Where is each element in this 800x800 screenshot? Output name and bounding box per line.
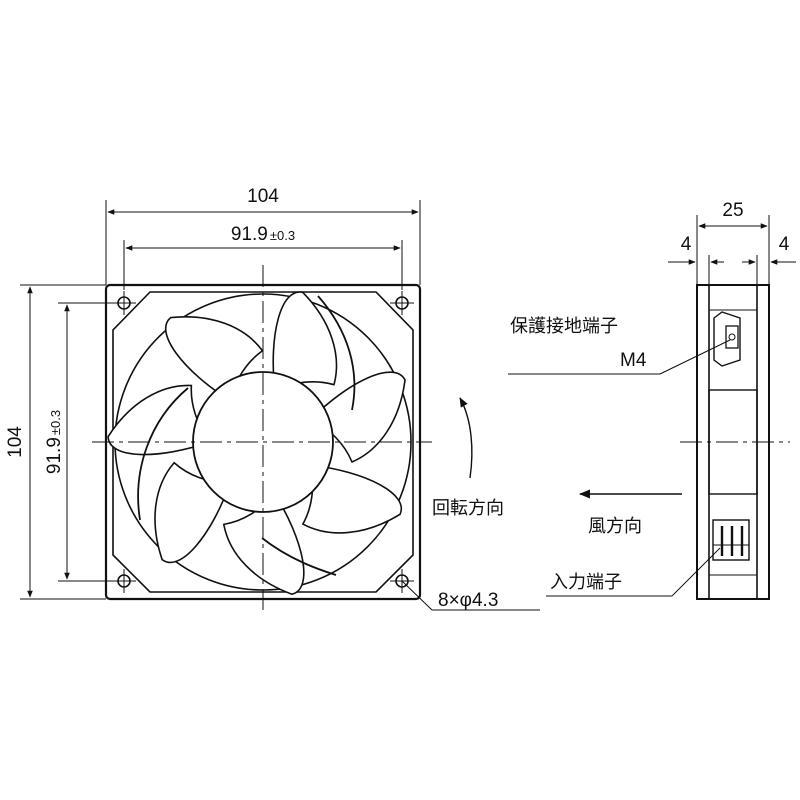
mounting-hole-tl	[112, 291, 136, 315]
ground-terminal-callout: 保護接地端子 M4	[508, 316, 731, 375]
dim-hole-pitch-v-value: 91.9	[44, 437, 65, 474]
airflow-direction-label: 風方向	[588, 516, 642, 537]
fan-blade	[308, 371, 406, 464]
fan-blade	[301, 464, 403, 534]
input-terminal-callout: 入力端子	[546, 547, 721, 597]
svg-text:91.9±0.3: 91.9±0.3	[231, 224, 295, 245]
airflow-direction-indicator: 風方向	[578, 489, 682, 537]
support-spoke	[137, 387, 189, 521]
input-terminal-label: 入力端子	[550, 572, 622, 593]
dim-flange-thickness: 4 4	[668, 234, 796, 285]
dim-flange-right-label: 4	[779, 234, 790, 255]
fan-blade	[222, 491, 305, 596]
fan-frame-inner	[112, 291, 414, 593]
mounting-holes-callout: 8×φ4.3	[401, 580, 540, 611]
dim-overall-width: 104	[105, 186, 421, 285]
rotation-direction-label: 回転方向	[432, 498, 504, 519]
fan-blade	[272, 291, 338, 393]
side-view: 25 4 4 保護接地端子 M4 風方向 入力端子	[508, 200, 796, 600]
dim-overall-height: 104	[5, 284, 106, 600]
ground-terminal-size: M4	[620, 350, 647, 371]
mounting-hole-tr	[390, 291, 414, 315]
svg-text:91.9±0.3: 91.9 ±0.3	[44, 410, 65, 474]
dim-hole-pitch-h-value: 91.9	[231, 224, 268, 245]
dim-hole-pitch-vertical: 91.9 ±0.3	[44, 302, 112, 582]
dim-flange-left-label: 4	[681, 234, 692, 255]
support-spoke	[261, 537, 337, 576]
mounting-hole-bl	[112, 569, 136, 593]
dim-hole-pitch-horizontal: 91.9±0.3	[123, 224, 403, 290]
dim-overall-height-label: 104	[5, 426, 26, 458]
fan-blade	[164, 316, 264, 403]
input-terminal-icon	[712, 519, 750, 561]
ground-terminal-icon	[713, 311, 741, 367]
dim-hole-pitch-h-tol: ±0.3	[270, 228, 295, 243]
dim-hole-pitch-v-tol: ±0.3	[48, 410, 63, 435]
front-view: 104 91.9±0.3 104 91.9±0.3	[5, 186, 540, 611]
rotation-arrow-icon	[459, 397, 473, 479]
ground-terminal-label: 保護接地端子	[510, 316, 618, 337]
dim-depth-label: 25	[722, 200, 743, 221]
rotation-direction-indicator: 回転方向	[432, 397, 504, 519]
mounting-holes-label: 8×φ4.3	[438, 590, 498, 611]
support-spoke	[317, 295, 356, 411]
dim-depth: 25	[696, 200, 770, 285]
dim-overall-width-label: 104	[247, 186, 279, 207]
